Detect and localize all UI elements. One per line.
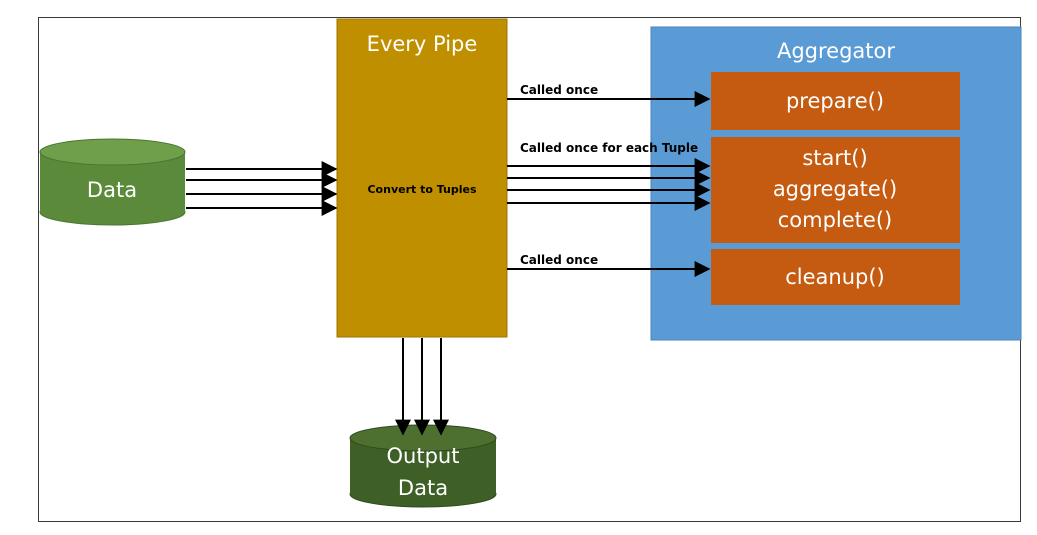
- per-tuple-call-label: Called once for each Tuple: [520, 141, 698, 155]
- method-prepare: prepare(): [786, 89, 884, 113]
- input-data-label: Data: [87, 178, 137, 202]
- every-pipe-title: Every Pipe: [367, 32, 478, 56]
- input-data-cylinder: [39, 138, 186, 226]
- prepare-call-label: Called once: [520, 83, 598, 97]
- output-data-line1: Output: [387, 444, 460, 468]
- aggregator-title: Aggregator: [777, 39, 895, 63]
- method-start: start(): [802, 146, 867, 170]
- method-aggregate: aggregate(): [773, 177, 897, 201]
- method-cleanup: cleanup(): [785, 265, 885, 289]
- output-data-line2: Data: [398, 476, 448, 500]
- method-complete: complete(): [778, 208, 892, 232]
- per-tuple-arrows: [507, 158, 711, 211]
- output-arrows: [395, 338, 449, 436]
- every-pipe-action: Convert to Tuples: [367, 183, 476, 196]
- cleanup-call-label: Called once: [520, 253, 598, 267]
- every-pipe-box: [336, 18, 508, 338]
- method-box-cleanup: [711, 249, 960, 305]
- method-box-prepare: [711, 72, 960, 130]
- input-arrows: [186, 161, 338, 216]
- output-data-cylinder: [349, 424, 497, 508]
- method-box-aggregate: [711, 137, 960, 243]
